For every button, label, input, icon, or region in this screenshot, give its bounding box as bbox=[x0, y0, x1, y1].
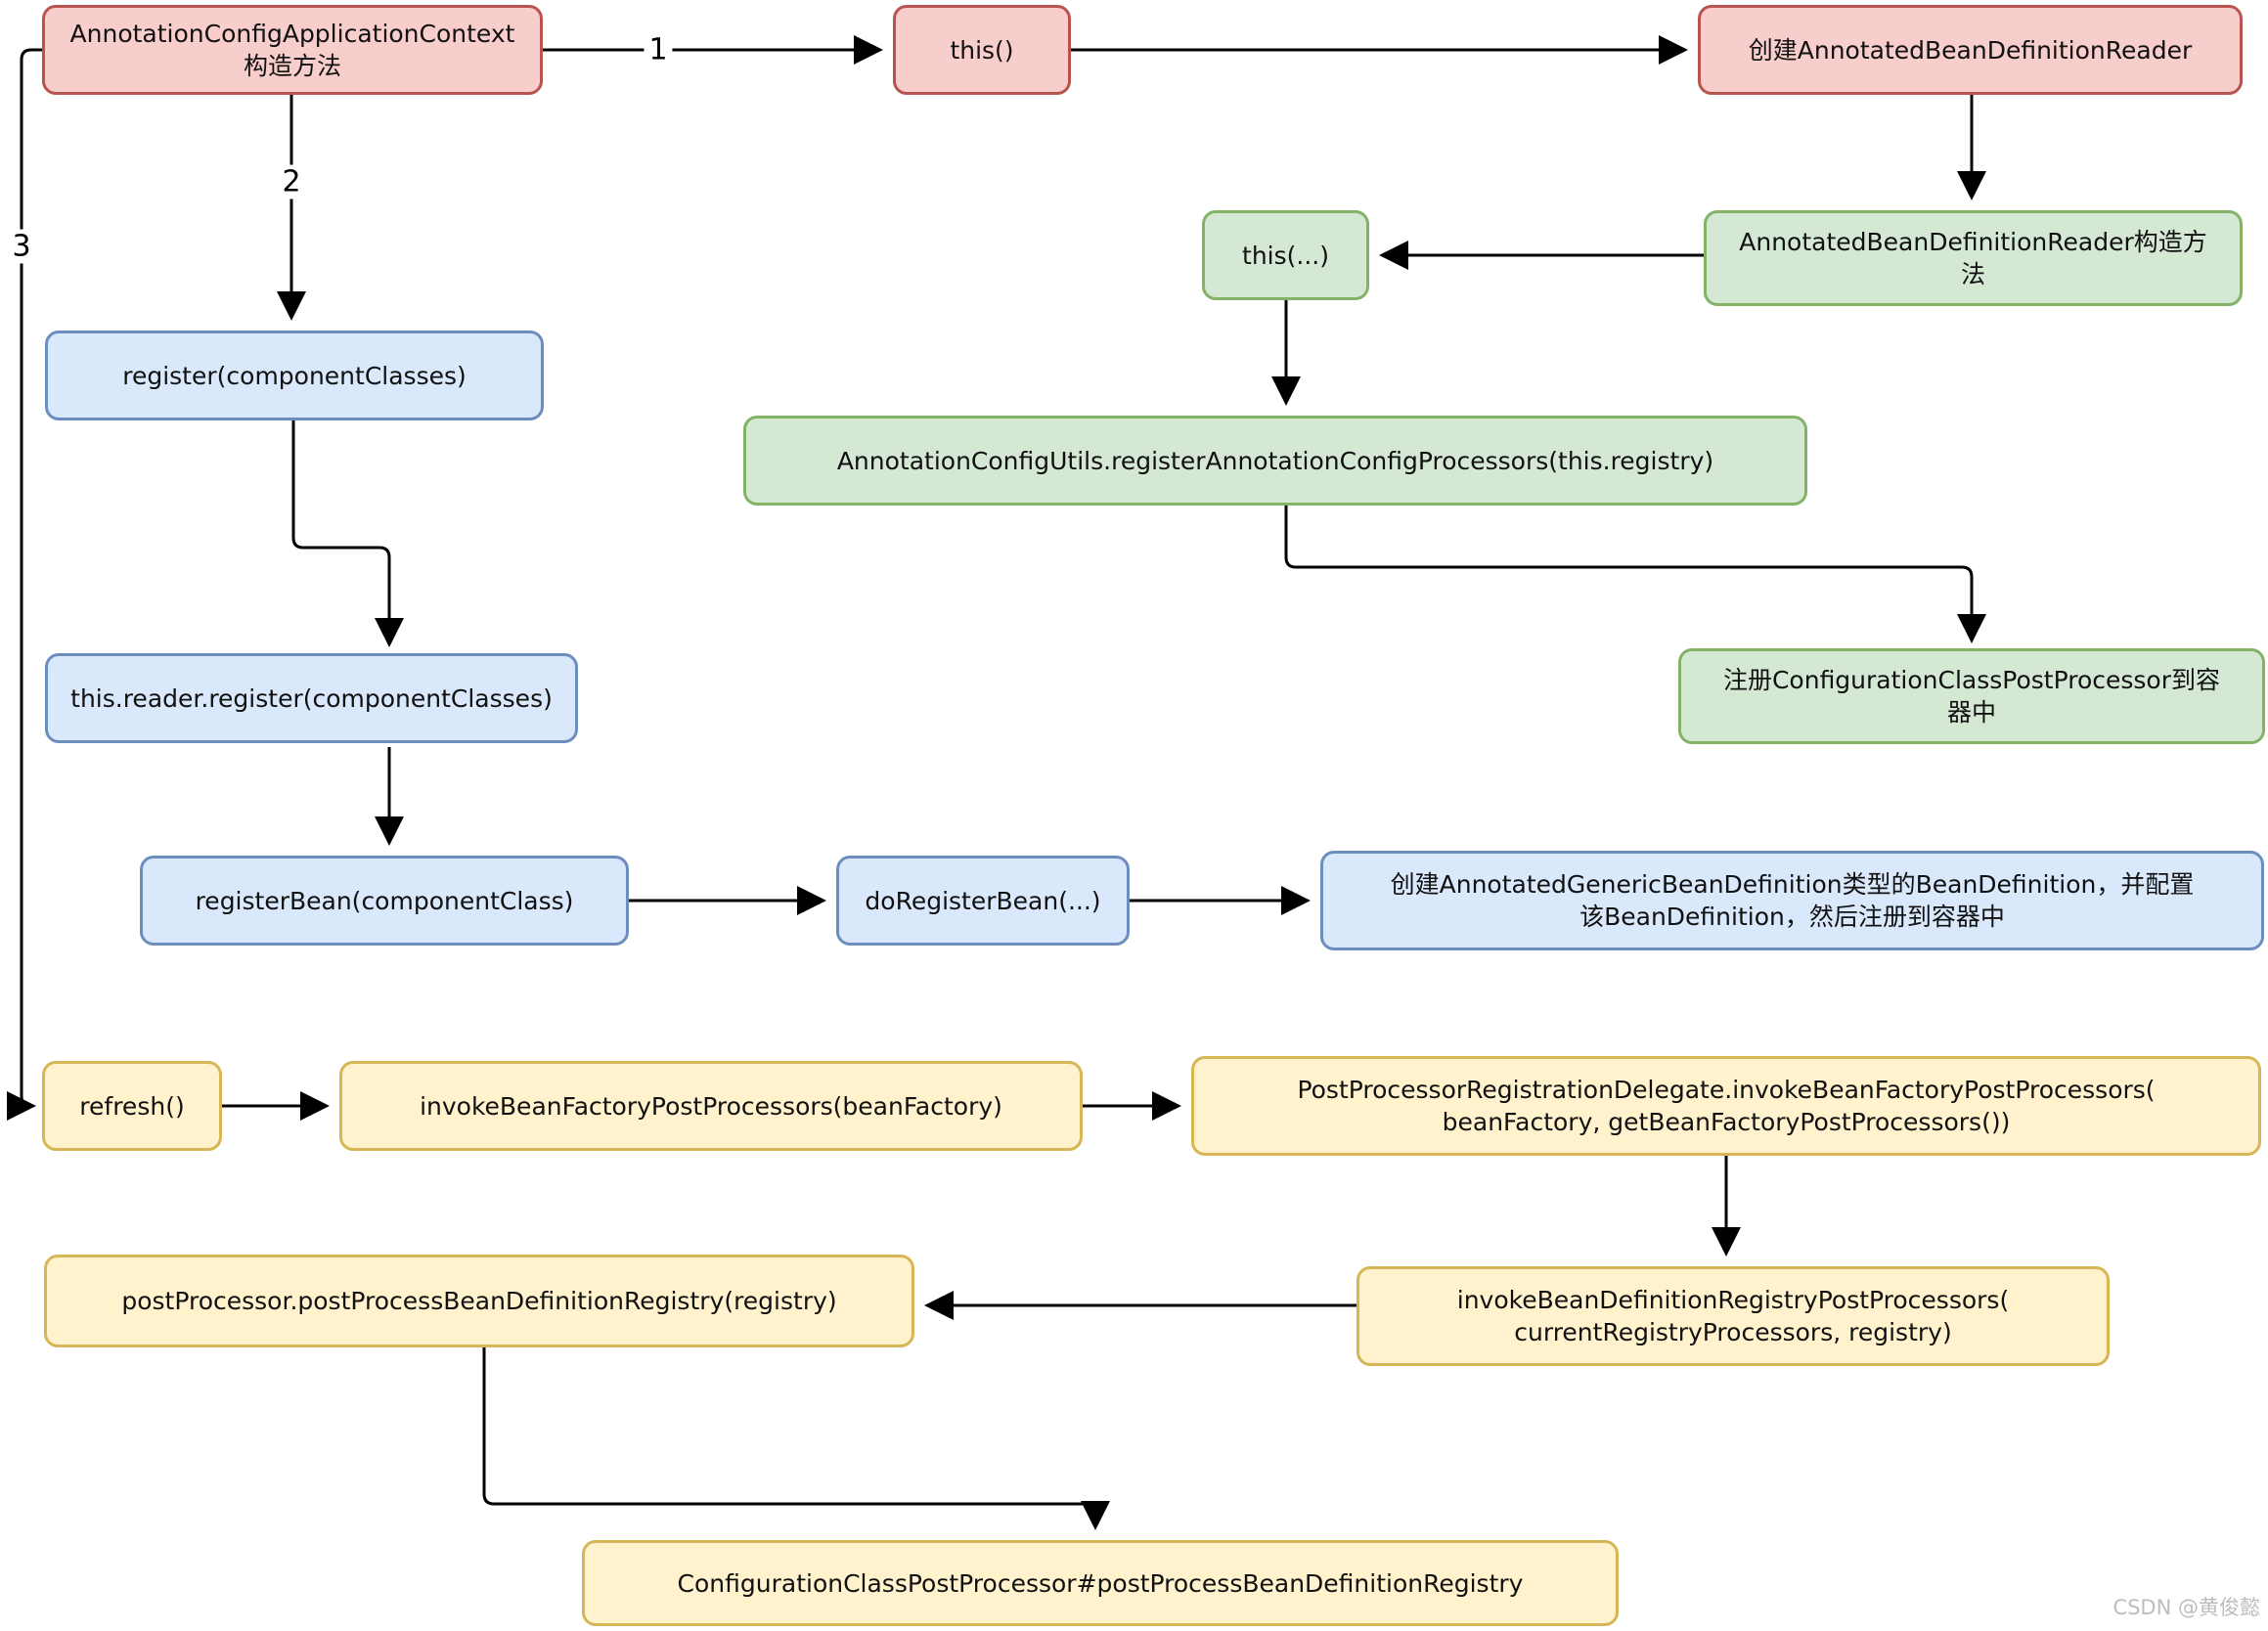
node-create-annotated-generic-bean-definition: 创建AnnotatedGenericBeanDefinition类型的BeanD… bbox=[1320, 851, 2264, 950]
node-annotation-config-application-context-constructor: AnnotationConfigApplicationContext 构造方法 bbox=[42, 5, 543, 95]
node-do-register-bean: doRegisterBean(...) bbox=[836, 856, 1130, 946]
node-invoke-bean-factory-post-processors: invokeBeanFactoryPostProcessors(beanFact… bbox=[339, 1061, 1083, 1151]
edge-post-process-to-ccpp-method bbox=[482, 1347, 1110, 1530]
node-reader-register: this.reader.register(componentClasses) bbox=[45, 653, 578, 743]
edge-label-3: 3 bbox=[7, 229, 36, 264]
edge-ctx-to-refresh bbox=[7, 48, 42, 1121]
node-register-annotation-config-processors: AnnotationConfigUtils.registerAnnotation… bbox=[743, 416, 1807, 506]
node-register-configuration-class-post-processor: 注册ConfigurationClassPostProcessor到容 器中 bbox=[1678, 648, 2265, 744]
node-post-process-bean-definition-registry: postProcessor.postProcessBeanDefinitionR… bbox=[44, 1255, 914, 1347]
edge-register-to-reader-register bbox=[291, 420, 404, 647]
node-this-args: this(...) bbox=[1202, 210, 1369, 300]
edge-label-2: 2 bbox=[277, 164, 306, 199]
node-create-annotated-bean-definition-reader: 创建AnnotatedBeanDefinitionReader bbox=[1698, 5, 2243, 95]
node-annotated-bean-definition-reader-constructor: AnnotatedBeanDefinitionReader构造方 法 bbox=[1704, 210, 2243, 306]
node-invoke-bean-definition-registry-post-processors: invokeBeanDefinitionRegistryPostProcesso… bbox=[1356, 1266, 2110, 1366]
node-register-bean: registerBean(componentClass) bbox=[140, 856, 629, 946]
node-register-component-classes: register(componentClasses) bbox=[45, 331, 544, 420]
edge-label-1: 1 bbox=[644, 32, 673, 67]
edge-register-processors-to-register-ccpp bbox=[1284, 506, 1986, 643]
node-configuration-class-post-processor-method: ConfigurationClassPostProcessor#postProc… bbox=[582, 1540, 1619, 1626]
node-refresh: refresh() bbox=[42, 1061, 222, 1151]
node-post-processor-registration-delegate: PostProcessorRegistrationDelegate.invoke… bbox=[1191, 1056, 2261, 1156]
csdn-watermark: CSDN @黄俊懿 bbox=[2112, 1596, 2260, 1619]
node-this-call: this() bbox=[893, 5, 1071, 95]
